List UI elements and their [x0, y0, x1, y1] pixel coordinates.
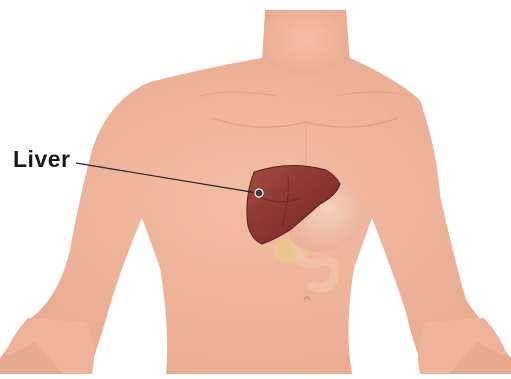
liver-label: Liver — [13, 146, 70, 173]
liver-marker — [255, 189, 263, 197]
